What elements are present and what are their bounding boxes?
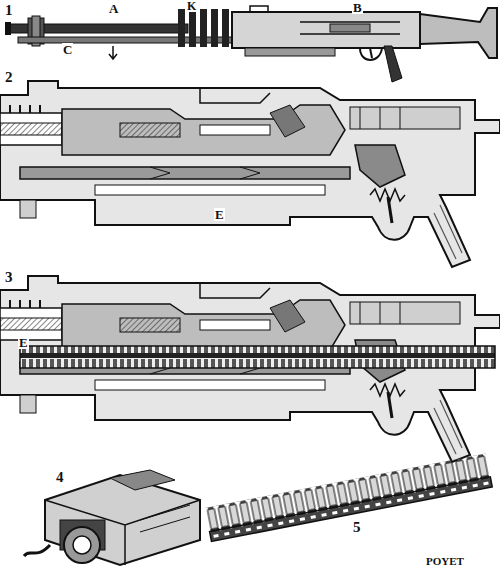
callout-letter: 1 <box>4 3 14 18</box>
callout-letter: A <box>108 2 119 15</box>
signature: POYET <box>425 556 465 567</box>
callout-letter: E <box>214 208 225 221</box>
receiver-cutaway <box>0 81 500 267</box>
cartridge-strip <box>205 453 492 541</box>
callout-letter: E <box>18 336 29 349</box>
callout-letter: B <box>352 1 363 14</box>
gun-side-view <box>5 6 497 82</box>
callout-letter: 2 <box>4 70 14 85</box>
callout-letter: 4 <box>55 470 65 485</box>
feed-mechanism <box>24 470 200 565</box>
receiver-cutaway-with-strip <box>0 276 500 462</box>
callout-letter: K <box>186 0 197 12</box>
callout-letter: 5 <box>352 520 362 535</box>
callout-letter: C <box>62 43 73 56</box>
callout-letter: 3 <box>4 270 14 285</box>
